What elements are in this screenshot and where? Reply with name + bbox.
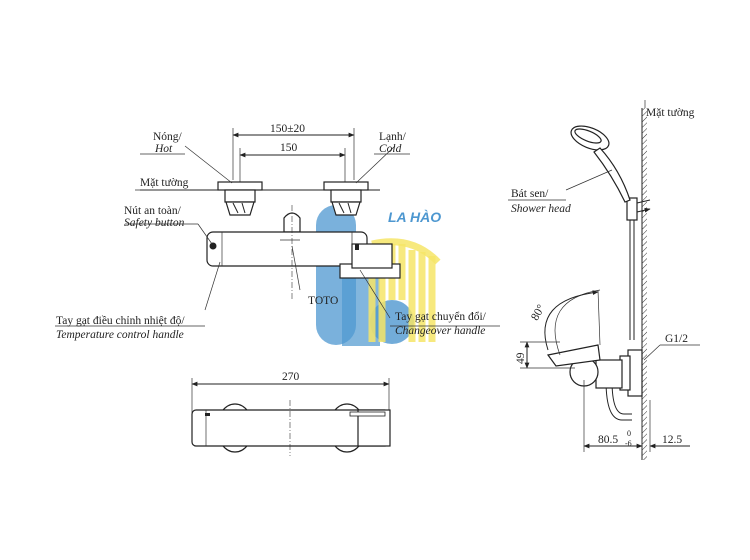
label-thread: G1/2 xyxy=(665,333,688,345)
label-changeover-en: Changeover handle xyxy=(395,325,485,337)
dim-150: 150 xyxy=(280,142,298,154)
dim-150-20: 150±20 xyxy=(270,123,305,135)
label-brand: TOTO xyxy=(308,295,338,307)
label-cold-vi: Lạnh/ xyxy=(379,131,407,143)
label-shower-en: Shower head xyxy=(511,203,571,215)
watermark-text: LA HÀO xyxy=(388,209,441,225)
label-changeover-vi: Tay gạt chuyển đổi/ xyxy=(395,310,487,323)
label-shower-vi: Bát sen/ xyxy=(511,188,549,200)
dim-depth-tol-lower: -6 xyxy=(625,439,632,448)
dim-49: 49 xyxy=(515,352,527,364)
label-safety-en: Safety button xyxy=(124,217,185,229)
label-safety-vi: Nút an toàn/ xyxy=(124,205,182,217)
label-wall-side: Mặt tường xyxy=(646,107,695,119)
label-temp-en: Temperature control handle xyxy=(56,329,184,341)
label-angle: 80° xyxy=(529,302,548,322)
side-view: Mặt tường Bát sen/ Shower head 80° 49 xyxy=(508,100,700,460)
label-hot-vi: Nóng/ xyxy=(153,131,183,143)
dim-depth-tol-upper: 0 xyxy=(627,429,631,438)
label-wall: Mặt tường xyxy=(140,177,189,189)
label-temp-vi: Tay gạt điều chỉnh nhiệt độ/ xyxy=(56,314,185,327)
label-cold-en: Cold xyxy=(379,143,402,155)
label-hot-en: Hot xyxy=(154,143,173,155)
dim-depth: 80.5 xyxy=(598,434,618,446)
dim-offset: 12.5 xyxy=(662,434,682,446)
top-view: 270 xyxy=(191,371,391,456)
safety-button-marker xyxy=(209,242,217,250)
dim-270: 270 xyxy=(282,371,300,383)
front-view: 150±20 150 xyxy=(55,123,500,341)
